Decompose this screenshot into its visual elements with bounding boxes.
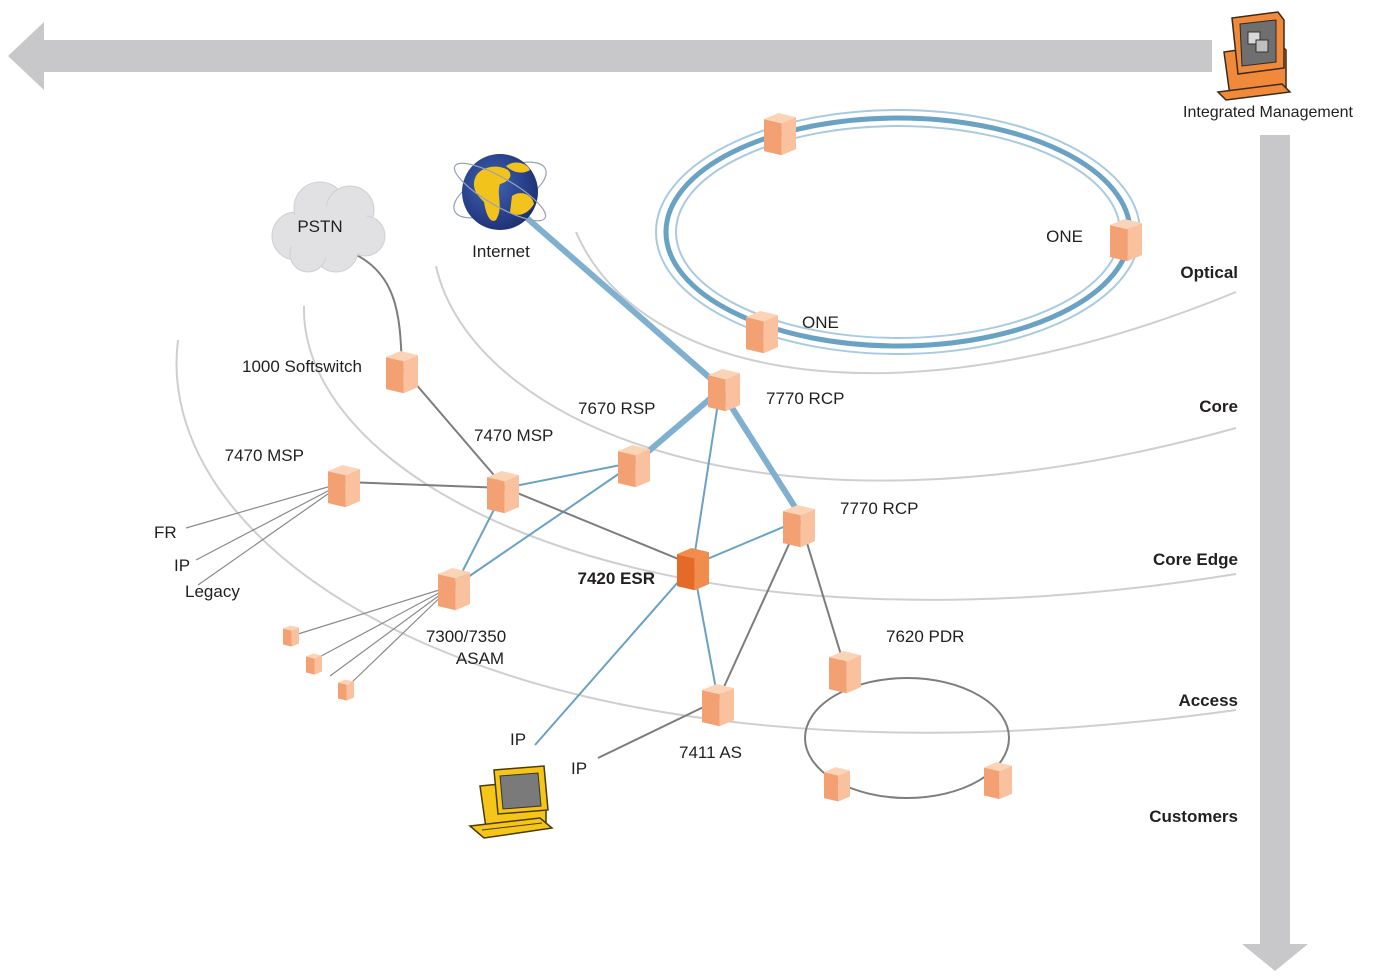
cube-access-left[interactable] <box>824 767 850 802</box>
down-arrow <box>1242 135 1308 971</box>
asam-label-line2: ASAM <box>456 649 504 668</box>
cube-7470-msp-left[interactable] <box>328 464 360 508</box>
layer-core-edge: Core Edge <box>1153 550 1238 569</box>
cube-asam[interactable] <box>438 567 470 611</box>
left-arrow <box>8 22 1212 90</box>
cube-small-3[interactable] <box>338 679 354 701</box>
one-right-label: ONE <box>1046 227 1083 246</box>
cube-7411-as[interactable] <box>702 683 734 727</box>
legacy-label: Legacy <box>185 582 240 601</box>
cube-7470-msp-center[interactable] <box>487 470 519 514</box>
layer-customers: Customers <box>1149 807 1238 826</box>
cube-7620-pdr[interactable] <box>829 650 861 694</box>
cube-7670-rsp[interactable] <box>618 444 650 488</box>
pstn-cloud[interactable]: PSTN <box>271 181 386 273</box>
cube-one-right[interactable] <box>1110 218 1142 262</box>
layer-core: Core <box>1199 397 1238 416</box>
msp-center-label: 7470 MSP <box>474 426 553 445</box>
cube-small-1[interactable] <box>283 625 299 647</box>
ip-left-label: IP <box>174 556 190 575</box>
links-thin-gray <box>185 481 453 687</box>
network-nodes <box>283 112 1142 802</box>
globe-icon[interactable] <box>446 151 554 230</box>
links-gray <box>344 249 1010 799</box>
asam-label-line1: 7300/7350 <box>426 627 506 646</box>
ip-bottom-right-label: IP <box>571 759 587 778</box>
cube-access-right[interactable] <box>984 762 1012 800</box>
layer-access: Access <box>1178 691 1238 710</box>
cube-small-2[interactable] <box>306 653 322 675</box>
softswitch-label: 1000 Softswitch <box>242 357 362 376</box>
layer-optical: Optical <box>1180 263 1238 282</box>
rsp-label: 7670 RSP <box>578 399 656 418</box>
rcp-top-label: 7770 RCP <box>766 389 844 408</box>
layer-arcs <box>175 231 1237 734</box>
cube-softswitch[interactable] <box>386 350 418 394</box>
one-bottom-label: ONE <box>802 313 839 332</box>
cube-7770-rcp-top[interactable] <box>708 368 740 412</box>
internet-label: Internet <box>472 242 530 261</box>
fr-label: FR <box>154 523 177 542</box>
pstn-label: PSTN <box>297 217 342 236</box>
links-thick-blue <box>517 209 803 518</box>
msp-left-label: 7470 MSP <box>225 446 304 465</box>
cube-7420-esr[interactable] <box>677 547 709 591</box>
pdr-label: 7620 PDR <box>886 627 964 646</box>
management-computer-icon[interactable] <box>1216 11 1292 101</box>
rcp-mid-label: 7770 RCP <box>840 499 918 518</box>
ip-bottom-left-label: IP <box>510 730 526 749</box>
cube-7770-rcp-mid[interactable] <box>783 504 815 548</box>
customer-computer-icon[interactable] <box>468 765 554 839</box>
esr-label: 7420 ESR <box>578 569 656 588</box>
cube-one-bottom[interactable] <box>746 310 778 354</box>
cube-optical-top[interactable] <box>764 112 796 156</box>
as-label: 7411 AS <box>679 743 742 762</box>
management-label: Integrated Management <box>1183 104 1353 121</box>
